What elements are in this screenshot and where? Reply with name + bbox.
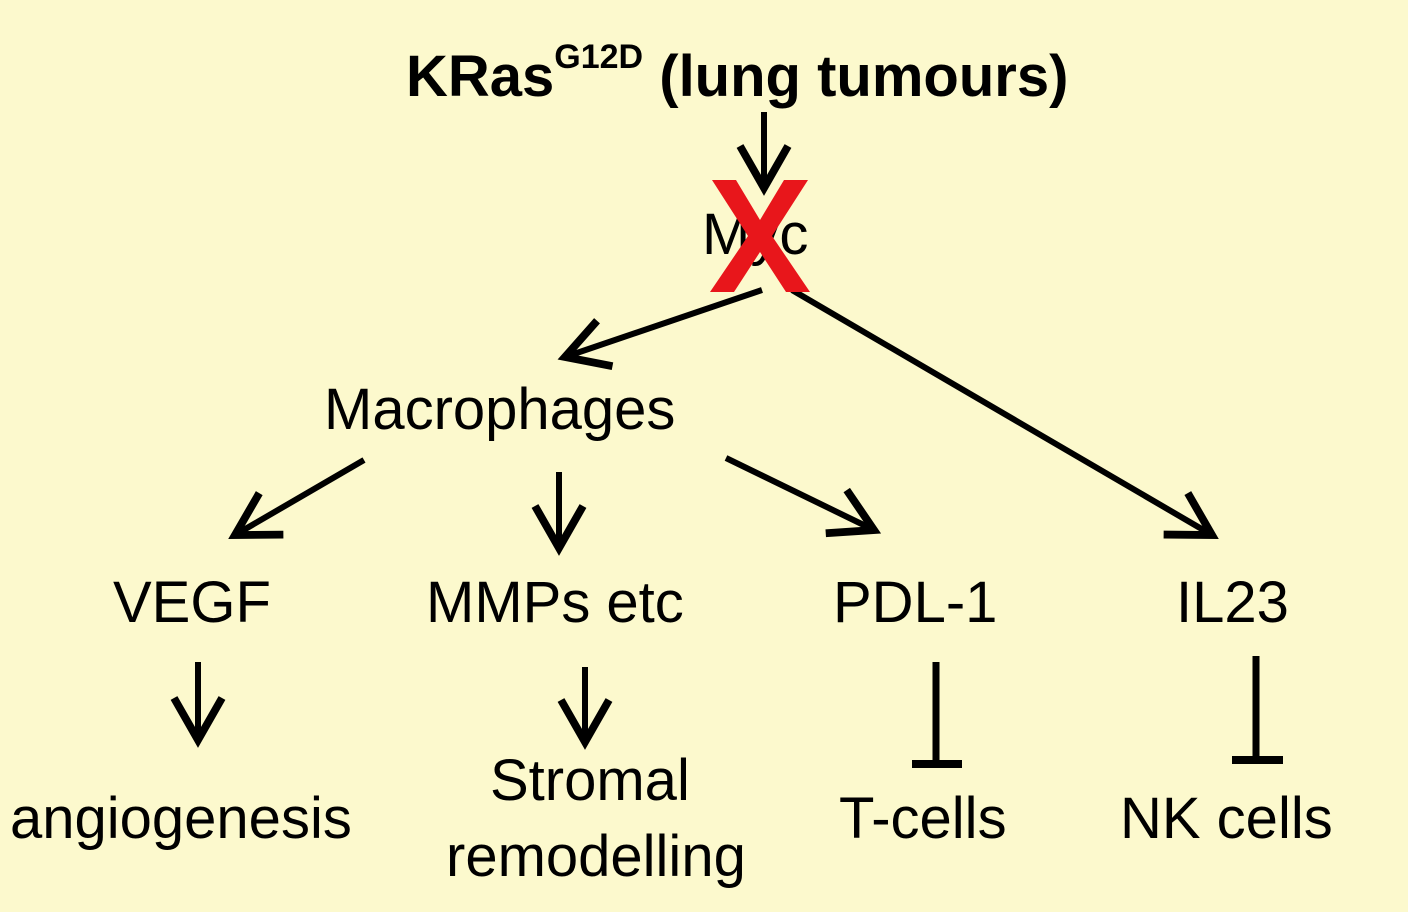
inhibit-il23-to-nkcells bbox=[1232, 656, 1283, 764]
blocked-cross-icon bbox=[710, 180, 810, 292]
diagram-title: KRasG12D (lung tumours) bbox=[406, 40, 1068, 106]
node-stromal-line1: Stromal bbox=[490, 748, 690, 813]
arrow-macrophages-to-pdl1 bbox=[724, 455, 882, 538]
arrow-myc-to-macrophages bbox=[557, 287, 763, 371]
node-pdl1: PDL-1 bbox=[833, 570, 998, 635]
node-macrophages: Macrophages bbox=[324, 377, 676, 442]
node-il23: IL23 bbox=[1176, 570, 1289, 635]
node-tcells: T-cells bbox=[839, 786, 1007, 851]
node-vegf: VEGF bbox=[113, 570, 271, 635]
node-nkcells: NK cells bbox=[1120, 786, 1333, 851]
arrow-macrophages-to-vegf bbox=[228, 457, 366, 539]
title-gene: KRas bbox=[406, 44, 555, 109]
inhibit-pdl1-to-tcells bbox=[912, 662, 962, 768]
node-mmps: MMPs etc bbox=[426, 570, 684, 635]
node-angiogenesis: angiogenesis bbox=[10, 786, 352, 851]
arrow-myc-to-il23 bbox=[790, 287, 1219, 539]
title-mutation: G12D bbox=[554, 38, 644, 76]
node-stromal-line2: remodelling bbox=[446, 824, 746, 889]
title-context: (lung tumours) bbox=[659, 44, 1069, 109]
